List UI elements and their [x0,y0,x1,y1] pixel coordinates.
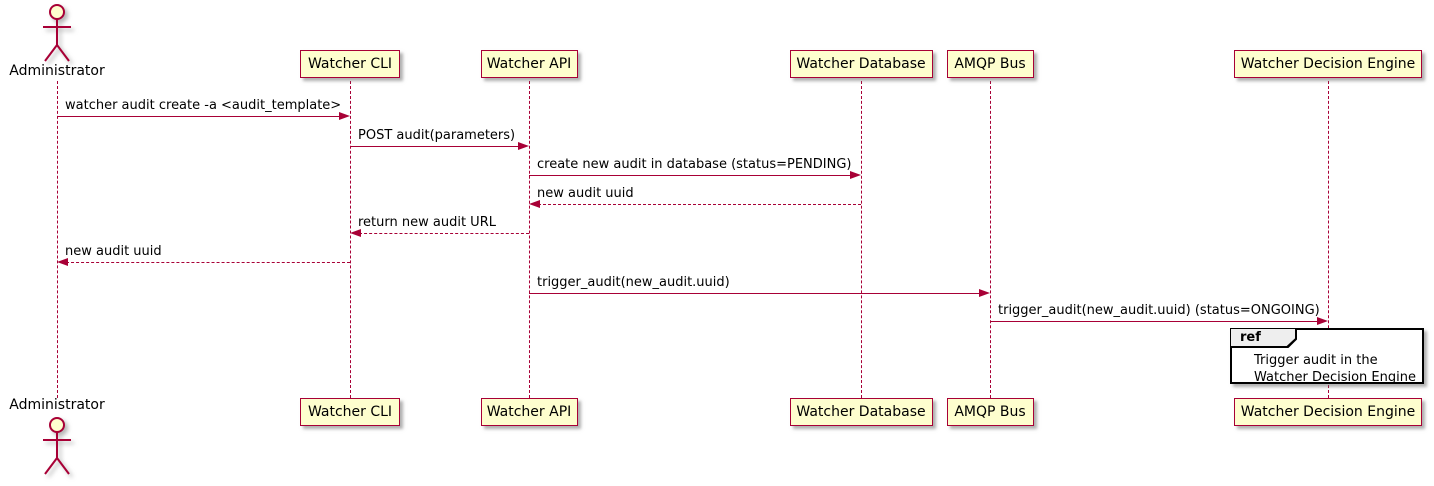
message-label-8: trigger_audit(new_audit.uuid) (status=ON… [998,303,1320,318]
participant-watcher-database-top: Watcher Database [789,50,933,78]
actor-icon [43,4,71,62]
lifeline-watcher-api [528,81,530,398]
message-line-4 [538,204,861,205]
message-arrowhead-3 [850,170,861,179]
message-arrowhead-7 [979,288,990,297]
message-label-5: return new audit URL [358,215,496,230]
actor-administrator-figure-bottom [35,416,79,480]
message-label-2: POST audit(parameters) [358,128,516,143]
message-line-5 [359,233,529,234]
participant-watcher-api-top: Watcher API [480,50,578,78]
message-arrowhead-1 [339,111,350,120]
ref-header: ref [1231,329,1297,348]
ref-text-line: Trigger audit in the [1254,353,1378,368]
participant-watcher-decision-engine-bottom: Watcher Decision Engine [1234,398,1422,426]
message-line-1 [57,116,341,117]
ref-keyword: ref [1231,329,1295,346]
participant-watcher-cli-bottom: Watcher CLI [300,398,400,426]
lifeline-watcher-decision-engine [1327,81,1329,398]
message-line-6 [66,262,350,263]
actor-administrator-label-top: Administrator [9,63,105,79]
message-line-2 [350,146,520,147]
lifeline-administrator [56,81,58,398]
message-label-6: new audit uuid [65,244,162,259]
participant-amqp-bus-bottom: AMQP Bus [946,398,1034,426]
participant-watcher-cli-top: Watcher CLI [300,50,400,78]
participant-amqp-bus-top: AMQP Bus [946,50,1034,78]
lifeline-amqp-bus [989,81,991,398]
message-line-7 [529,293,981,294]
actor-icon [43,417,71,475]
actor-administrator-label-bottom: Administrator [9,397,105,413]
message-arrowhead-2 [518,141,529,150]
actor-administrator-figure-top [35,3,79,67]
participant-watcher-decision-engine-top: Watcher Decision Engine [1234,50,1422,78]
message-arrowhead-8 [1317,316,1328,325]
message-line-8 [990,321,1319,322]
message-arrowhead-4 [529,199,540,208]
message-label-4: new audit uuid [537,186,634,201]
ref-text-line: Watcher Decision Engine [1254,370,1416,385]
message-line-3 [529,175,852,176]
message-label-1: watcher audit create -a <audit_template> [65,98,342,113]
message-label-3: create new audit in database (status=PEN… [537,157,852,172]
lifeline-watcher-cli [349,81,351,398]
participant-watcher-database-bottom: Watcher Database [789,398,933,426]
participant-watcher-api-bottom: Watcher API [480,398,578,426]
message-arrowhead-5 [350,228,361,237]
message-label-7: trigger_audit(new_audit.uuid) [537,275,730,290]
lifeline-watcher-database [860,81,862,398]
message-arrowhead-6 [57,257,68,266]
